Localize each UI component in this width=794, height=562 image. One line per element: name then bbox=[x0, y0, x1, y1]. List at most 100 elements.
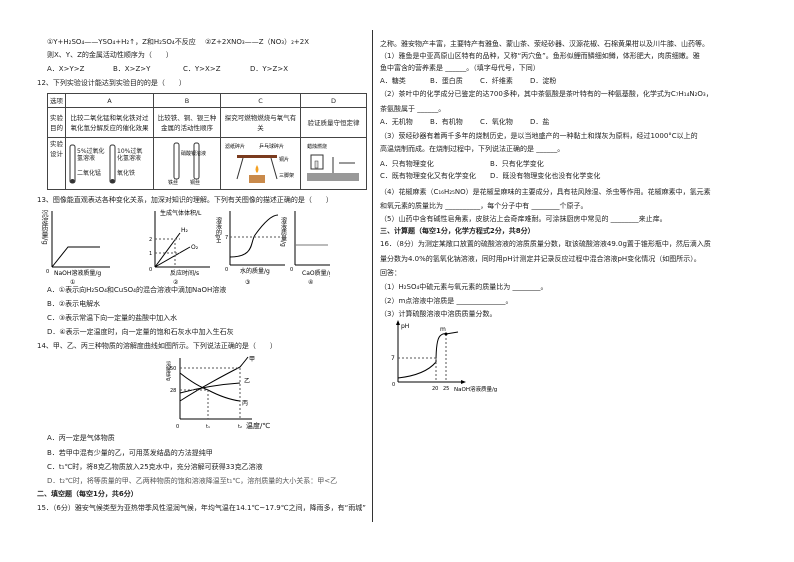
q12-table: 选项 A B C D 实验目的 比较二氧化锰和氧化铁对过氧化氢分解反应的催化效果… bbox=[47, 93, 367, 190]
graph-3: 溶液的pH 7 0 水的质量/g ③ bbox=[215, 211, 285, 285]
design-d: 蜡烛燃烧 bbox=[300, 137, 367, 190]
option: C．既有物理变化又有化学变化 bbox=[380, 172, 476, 180]
option: A．糖类 bbox=[380, 77, 406, 85]
ph-curve bbox=[397, 331, 459, 379]
option: D．淀粉 bbox=[530, 77, 557, 85]
purpose-c: 探究可燃物燃烧与氧气有关 bbox=[220, 107, 301, 138]
text-line: 16．（8分）为测定某敞口放置的硫酸溶液的溶质质量分数，取该硫酸溶液49.0g置… bbox=[380, 240, 711, 248]
text-line: 高温烧制而成。在烧制过程中，下列说法正确的是 ______。 bbox=[380, 145, 565, 153]
y-label: 溶液质量/g bbox=[280, 216, 287, 247]
q11-option-c: C．Y>X>Z bbox=[183, 65, 221, 73]
x-label: NaOH溶液质量/g bbox=[454, 385, 497, 393]
design-b: 硝酸银溶液 铁丝 铜丝 bbox=[153, 137, 221, 190]
label: 滤纸碎片 bbox=[225, 143, 245, 150]
origin: 0 bbox=[176, 424, 179, 430]
label: 乒乓球碎片 bbox=[259, 143, 284, 150]
text-line: 和氧元素的质量比为 __________，每个分子中有 ________个原子。 bbox=[380, 202, 588, 210]
q13-option-b: B．②表示电解水 bbox=[47, 300, 101, 308]
q11-option-d: D．Y>Z>X bbox=[250, 65, 288, 73]
q14-stem: 14、甲、乙、丙三种物质的溶解度曲线如图所示。下列说法正确的是（ ） bbox=[37, 342, 277, 350]
text-line: （1）雅鱼是中亚高原山区特有的品种，又称“丙穴鱼”。鱼形似鲤而鳞细如鳟，体形肥大… bbox=[380, 52, 700, 60]
label: 铜片 bbox=[279, 156, 289, 163]
tick: 7 bbox=[391, 355, 395, 362]
solubility-graph: 溶解度/g 50 28 0 t₁ t₂ 温度/℃ 甲 乙 丙 bbox=[165, 356, 270, 430]
option: D．既没有物理变化也没有化学变化 bbox=[490, 172, 601, 180]
label: 氧化铁 bbox=[117, 170, 136, 177]
graph-number: ③ bbox=[245, 279, 250, 285]
option: C．纤维素 bbox=[480, 77, 513, 85]
point-label: m bbox=[440, 326, 446, 333]
series-yi bbox=[179, 382, 241, 394]
series-label: 丙 bbox=[242, 400, 248, 407]
purpose-a: 比较二氧化锰和氧化铁对过氧化氢分解反应的催化效果 bbox=[65, 107, 154, 138]
tick: 2 bbox=[149, 237, 152, 243]
q15-stem: 15．（6分）雅安气候类型为亚热带季风性湿润气候，年均气温在14.1℃~17.9… bbox=[37, 504, 366, 512]
label: 10%过氧化氢溶液 bbox=[117, 148, 143, 162]
text-line: （4）花椒麻素（C₁₆H₂₅NO）是花椒呈麻味的主要成分，具有祛风除湿、杀虫等作… bbox=[380, 188, 711, 196]
point-m bbox=[444, 332, 448, 336]
y-label: 溶解度/g bbox=[165, 360, 171, 380]
purpose-d: 验证质量守恒定律 bbox=[300, 107, 367, 138]
option: A．只有物理变化 bbox=[380, 160, 434, 168]
q13-option-a: A．①表示向H₂SO₄和CuSO₄的混合溶液中滴加NaOH溶液 bbox=[47, 286, 227, 294]
q11-stem: 则X、Y、Z的金属活动性顺序为（ ） bbox=[47, 51, 173, 59]
text-line: （2）茶叶中的化学成分已鉴定的达700多种，其中茶氨酸是茶叶特有的一种氨基酸，化… bbox=[380, 90, 713, 98]
origin: 0 bbox=[225, 267, 228, 273]
label: 三脚架 bbox=[279, 172, 294, 179]
text-line: 鱼中富含的营养素是 ______。（填字母代号，下同） bbox=[380, 64, 540, 72]
row-header: 实验目的 bbox=[47, 107, 66, 138]
graph-number: ② bbox=[173, 279, 179, 285]
section-2-heading: 二、填空题（每空1分，共6分） bbox=[37, 490, 138, 498]
text-line: （5）山药中含有碱性皂角素，皮肤沾上会奇痒难耐。可涂抹厨房中常见的 ______… bbox=[380, 215, 667, 223]
origin: 0 bbox=[46, 269, 49, 275]
tick: t₁ bbox=[206, 424, 210, 430]
origin: 0 bbox=[392, 382, 395, 388]
option: B．有机物 bbox=[430, 118, 463, 126]
tick: 1 bbox=[149, 251, 152, 257]
section-3-heading: 三、计算题（每空1分，化学方程式2分，共8分） bbox=[380, 227, 535, 235]
q11-option-b: B．X>Z>Y bbox=[113, 65, 151, 73]
tripod-burner-illustration: 滤纸碎片 乒乓球碎片 铜片 三脚架 bbox=[225, 143, 294, 183]
text-line: （3）荥经砂器有着两千多年的烧制历史，是以当地盛产的一种黏土和煤灰为原料，经过1… bbox=[380, 132, 698, 140]
q14-option-a: A．丙一定是气体物质 bbox=[47, 434, 115, 442]
x-label: CaO质量/g bbox=[302, 269, 330, 277]
series-label: 乙 bbox=[244, 378, 250, 385]
x-label: 水的质量/g bbox=[240, 267, 270, 275]
option: B．只有化学变化 bbox=[490, 160, 544, 168]
series-jia bbox=[179, 356, 249, 402]
x-label: 反应时间/s bbox=[170, 269, 199, 277]
q13-option-d: D．④表示一定温度时，向一定量的饱和石灰水中加入生石灰 bbox=[47, 328, 234, 336]
q13-stem: 13、图像能直观表达各种变化关系，加深对知识的理解。下列有关图像的描述正确的是（… bbox=[37, 196, 333, 204]
purpose-b: 比较铁、铜、银三种金属的活动性顺序 bbox=[153, 107, 221, 138]
test-tubes-illustration bbox=[69, 144, 116, 183]
q13-graphs: 0 NaOH溶液质量/g ① 生成气体体积/L 2 1 H₂ O₂ 0 反应时间… bbox=[46, 209, 330, 285]
label: 硝酸银溶液 bbox=[181, 150, 206, 157]
option: D．盐 bbox=[530, 118, 550, 126]
tick: 7 bbox=[225, 235, 228, 241]
column-header: D bbox=[300, 93, 367, 108]
balance-illustration: 蜡烛燃烧 bbox=[307, 143, 359, 181]
design-a: 5%过氧化氢溶液 二氧化锰 10%过氧化氢溶液 氧化铁 bbox=[65, 137, 154, 190]
text-line: （1）H₂SO₄中硫元素与氧元素的质量比为 ________。 bbox=[380, 283, 548, 291]
tick: t₂ bbox=[238, 424, 242, 430]
column-header: A bbox=[65, 93, 154, 108]
q14-option-b: B．若甲中混有少量的乙，可用蒸发结晶的方法提纯甲 bbox=[47, 449, 213, 457]
origin: 0 bbox=[149, 267, 152, 273]
q11-option-a: A．X>Y>Z bbox=[47, 65, 85, 73]
option: A．无机物 bbox=[380, 118, 413, 126]
graph-1: 0 NaOH溶液质量/g ① bbox=[46, 211, 110, 285]
y-label: pH bbox=[401, 323, 409, 330]
column-header: B bbox=[153, 93, 221, 108]
tick: 28 bbox=[170, 388, 176, 394]
graph-2: 生成气体体积/L 2 1 H₂ O₂ 0 反应时间/s ② bbox=[149, 209, 210, 285]
q14-option-c: C．t₁℃时，将8克乙物质放入25克水中，充分溶解可获得33克乙溶液 bbox=[47, 463, 263, 471]
text-line: 量分数为4.0%的氢氧化钠溶液，同时用pH计测定并记录反应过程中混合溶液pH变化… bbox=[380, 255, 701, 263]
y-label: 生成气体体积/L bbox=[160, 209, 202, 217]
graph-number: ① bbox=[70, 279, 75, 285]
x-label: NaOH溶液质量/g bbox=[54, 269, 101, 277]
text-line: （3）计算硫酸溶液中溶质质量分数。 bbox=[380, 310, 497, 318]
q12-stem: 12、下列实验设计能达到实验目的的是（ ） bbox=[37, 79, 186, 87]
option: B．蛋白质 bbox=[430, 77, 463, 85]
q11-equation-1: ①Y+H₂SO₄——YSO₄+H₂↑，Z和H₂SO₄不反应 bbox=[47, 38, 196, 46]
